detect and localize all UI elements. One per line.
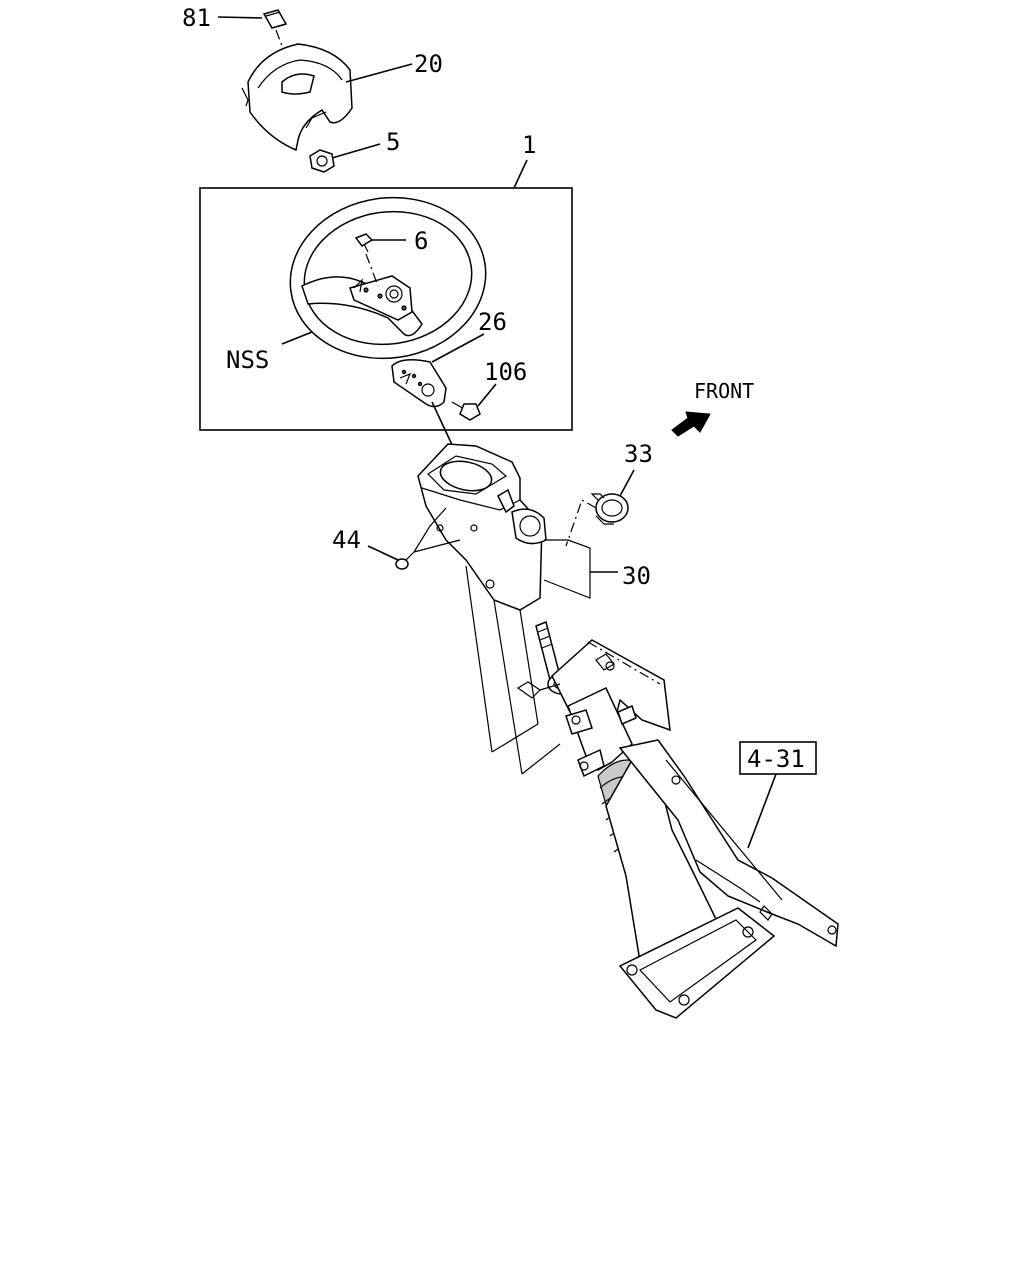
part-106-bolt <box>451 401 481 421</box>
axis-44b <box>413 539 461 553</box>
column-pedestal <box>605 744 776 1019</box>
front-label: FRONT <box>694 379 754 403</box>
part-26-plate <box>391 359 447 408</box>
leader-4-31 <box>747 773 777 849</box>
callout-106: 106 <box>484 358 527 386</box>
steering-wheel <box>289 196 487 360</box>
lower-cover-outline <box>465 565 561 775</box>
leader-5 <box>331 143 381 159</box>
callout-20: 20 <box>414 50 443 78</box>
part-81-cap <box>262 9 288 29</box>
leader-106 <box>477 383 497 407</box>
callout-81: 81 <box>182 4 211 32</box>
axis-6 <box>365 253 379 287</box>
callout-4-31: 4-31 <box>747 745 805 773</box>
bracket-30 <box>543 539 591 599</box>
leader-81 <box>217 16 263 19</box>
callout-30: 30 <box>622 562 651 590</box>
callout-5: 5 <box>386 128 400 156</box>
axis-44 <box>413 507 447 553</box>
leader-nss <box>281 331 313 345</box>
leader-33 <box>619 469 635 497</box>
callout-nss: NSS <box>226 346 269 374</box>
callout-1: 1 <box>522 131 536 159</box>
part-5-nut <box>309 149 335 173</box>
axis-33 <box>565 499 597 547</box>
assembly-box-1 <box>199 187 573 431</box>
leader-44 <box>367 545 399 561</box>
callout-6: 6 <box>414 227 428 255</box>
leader-26 <box>431 333 485 363</box>
leader-1 <box>513 159 528 189</box>
part-33-ring <box>590 493 629 525</box>
callout-26: 26 <box>478 308 507 336</box>
ref-box-4-31 <box>739 741 817 775</box>
leader-20 <box>345 63 413 83</box>
part-30-column-cover <box>417 443 547 611</box>
front-arrow-icon <box>671 411 711 437</box>
bracket-arm <box>618 739 839 948</box>
callout-44: 44 <box>332 526 361 554</box>
column-tube <box>565 686 637 778</box>
callout-33: 33 <box>624 440 653 468</box>
part-20-horn-pad <box>241 43 353 152</box>
part-44-screw <box>395 551 415 570</box>
